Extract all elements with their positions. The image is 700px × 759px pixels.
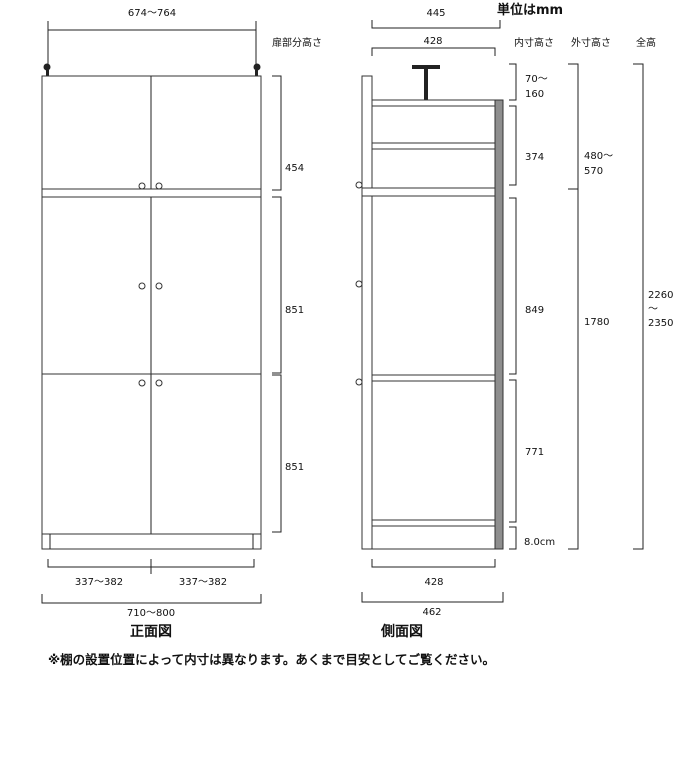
front-total-width: 710〜800 bbox=[127, 608, 175, 619]
door-height-3: 851 bbox=[285, 462, 304, 473]
side-knob-icon bbox=[355, 181, 363, 189]
inner-base-height: 8.0cm bbox=[524, 537, 555, 548]
footnote: ※棚の設置位置によって内寸は異なります。あくまで目安としてご覧ください。 bbox=[48, 652, 495, 667]
tension-rod-right-icon bbox=[253, 63, 261, 71]
total-height-header: 全高 bbox=[636, 36, 656, 49]
side-top-depth: 445 bbox=[426, 8, 445, 19]
tension-rod-left-icon bbox=[43, 63, 51, 71]
side-knob-icon bbox=[355, 280, 363, 288]
total-height-b: 〜 bbox=[648, 304, 658, 315]
side-view-title: 側面図 bbox=[380, 623, 423, 640]
front-plinth bbox=[41, 533, 262, 550]
inner-gap-b: 160 bbox=[525, 89, 544, 100]
outer-height-upper-a: 480〜 bbox=[584, 151, 613, 162]
front-view-title: 正面図 bbox=[130, 624, 172, 640]
door-knob-icon bbox=[155, 282, 163, 290]
door-height-2: 851 bbox=[285, 305, 304, 316]
door-knob-icon bbox=[155, 182, 163, 190]
inner-height-2: 849 bbox=[525, 305, 544, 316]
side-panel bbox=[371, 99, 499, 550]
door-width-right: 337〜382 bbox=[179, 577, 227, 588]
door-knob-icon bbox=[155, 379, 163, 387]
side-view bbox=[355, 20, 644, 603]
outer-height-lower: 1780 bbox=[584, 317, 609, 328]
door-width-left: 337〜382 bbox=[75, 577, 123, 588]
side-total-depth: 462 bbox=[422, 607, 441, 618]
total-height-a: 2260 bbox=[648, 290, 673, 301]
unit-label: 単位はmm bbox=[497, 2, 563, 18]
front-view bbox=[41, 21, 282, 604]
inner-height-3: 771 bbox=[525, 447, 544, 458]
inner-height-1: 374 bbox=[525, 152, 544, 163]
outer-height-upper-b: 570 bbox=[584, 166, 603, 177]
tension-rod-icon bbox=[412, 65, 440, 69]
back-panel bbox=[494, 99, 504, 550]
side-knob-icon bbox=[355, 378, 363, 386]
total-height-c: 2350 bbox=[648, 318, 673, 329]
side-inner-depth-top: 428 bbox=[423, 36, 442, 47]
door-knob-icon bbox=[138, 379, 146, 387]
inner-gap-a: 70〜 bbox=[525, 74, 548, 85]
door-height-1: 454 bbox=[285, 163, 304, 174]
side-inner-depth-bottom: 428 bbox=[424, 577, 443, 588]
inner-height-header: 内寸高さ bbox=[514, 36, 554, 49]
front-top-width: 674〜764 bbox=[128, 8, 176, 19]
outer-height-header: 外寸高さ bbox=[571, 36, 611, 49]
door-knob-icon bbox=[138, 182, 146, 190]
door-height-header: 扉部分高さ bbox=[272, 36, 322, 49]
door-knob-icon bbox=[138, 282, 146, 290]
